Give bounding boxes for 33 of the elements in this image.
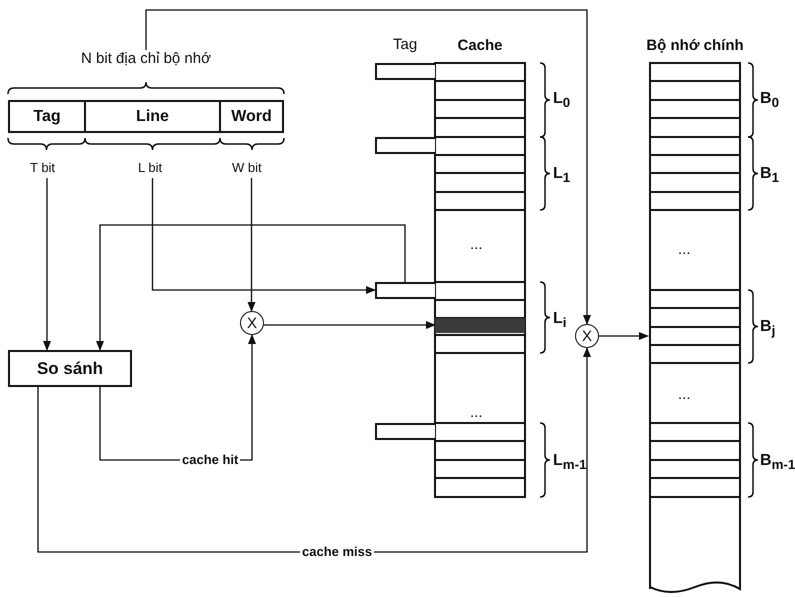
connector-arrow xyxy=(264,321,436,329)
block-label: B$_{j}$ xyxy=(760,318,776,338)
column-heading: Tag xyxy=(393,36,418,53)
gate-circle: X xyxy=(575,324,599,348)
connector-arrow xyxy=(96,224,406,351)
ellipsis: ... xyxy=(678,386,691,403)
tag-slot xyxy=(375,137,435,154)
line-label: L$_{0}$ xyxy=(553,90,570,110)
comparator-box: So sánh xyxy=(8,350,132,387)
gate-circle: X xyxy=(240,311,264,335)
ellipsis: ... xyxy=(678,241,691,258)
line-label: L$_{1}$ xyxy=(553,165,570,186)
edge-label: cache miss xyxy=(300,544,374,559)
line-label: L$_{i}$ xyxy=(553,310,566,330)
block-label: B$_{m-1}$ xyxy=(760,452,795,472)
address-field: Tag xyxy=(8,100,86,133)
column-heading: Bộ nhớ chính xyxy=(645,37,745,54)
connector-arrow xyxy=(599,332,649,340)
edge-label: cache hit xyxy=(180,452,240,467)
connector-arrow xyxy=(37,347,591,553)
bit-width-label: L bit xyxy=(138,160,162,175)
tag-slot xyxy=(375,282,435,299)
bit-width-label: T bit xyxy=(30,160,56,175)
tag-slot xyxy=(375,63,435,80)
address-heading: N bit địa chỉ bộ nhớ xyxy=(80,50,212,67)
bit-width-label: W bit xyxy=(232,160,262,175)
address-field: Line xyxy=(84,100,221,133)
address-format xyxy=(8,50,284,133)
tag-slot xyxy=(375,423,435,440)
line-label: L$_{m-1}$ xyxy=(553,452,586,472)
block-label: B$_{0}$ xyxy=(760,90,779,110)
block-label: B$_{1}$ xyxy=(760,165,779,186)
address-field: Word xyxy=(219,100,284,133)
